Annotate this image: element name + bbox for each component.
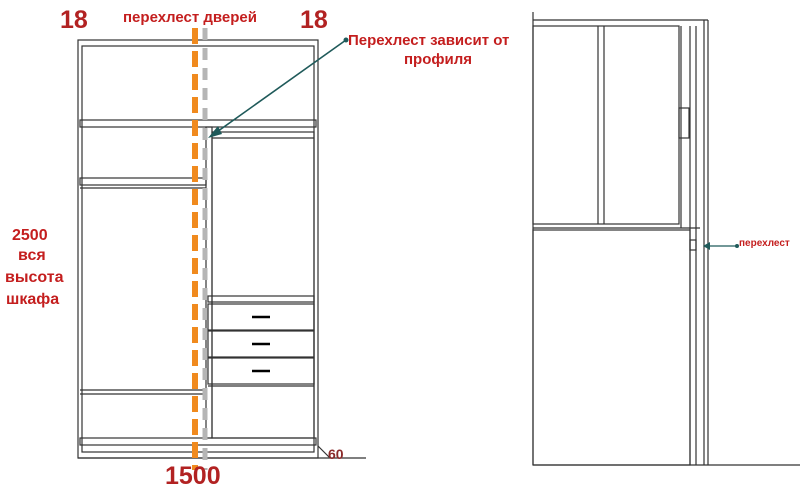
side-overlap-label: перехлест — [739, 238, 790, 249]
right-compartment — [211, 131, 315, 439]
height-value: 2500 — [12, 227, 48, 244]
total-width-dim: 1500 — [165, 462, 221, 490]
left-upper-shelf — [79, 177, 207, 186]
overlap-arrow — [213, 39, 347, 135]
upper-cabinet — [532, 25, 680, 225]
overlap-arrow-start-dot — [343, 37, 349, 43]
lower-cabinet — [532, 229, 691, 466]
left-width-dim: 18 — [60, 6, 88, 34]
drawer-2 — [207, 330, 315, 358]
overlap-arrowhead — [208, 126, 222, 138]
overlap-doors-label: перехлест дверей — [123, 9, 257, 26]
overlap-block — [689, 239, 697, 251]
height-label-line2: вся — [18, 247, 46, 264]
side-overlap-arrowhead — [703, 242, 710, 250]
right-width-dim: 18 — [300, 6, 328, 34]
side-door-handle — [678, 107, 690, 139]
drawer-1 — [207, 303, 315, 331]
height-label-line3: высота — [5, 269, 64, 286]
height-label-line4: шкафа — [6, 291, 60, 308]
drawer-3 — [207, 357, 315, 385]
overlap-depends-line2: профиля — [404, 51, 473, 68]
side-view — [532, 12, 800, 466]
overlap-depends-line1: Перехлест зависит от — [348, 32, 510, 49]
plinth-dim: 60 — [328, 446, 344, 462]
front-view — [77, 39, 366, 459]
drawer-shelf — [207, 295, 315, 303]
